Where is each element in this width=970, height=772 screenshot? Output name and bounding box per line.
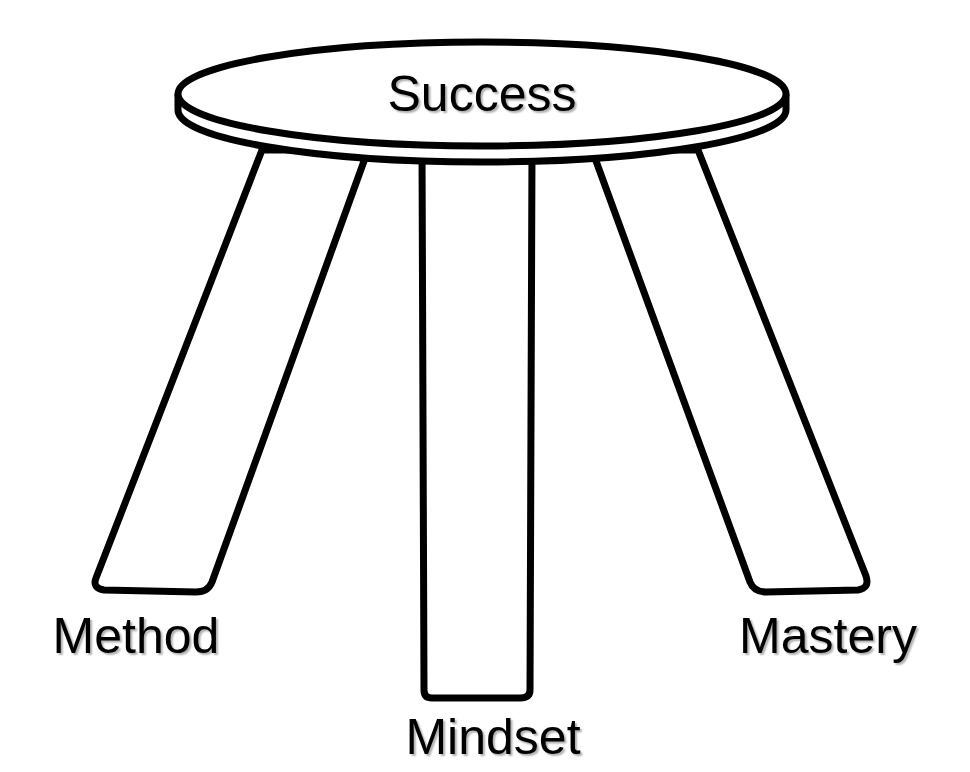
- seat-top: [178, 42, 786, 146]
- middle-leg: [422, 150, 532, 698]
- seat-title: Success: [388, 69, 577, 119]
- left-leg: [95, 150, 368, 592]
- leg-label: Mindset: [405, 712, 580, 762]
- right-leg: [592, 150, 867, 592]
- leg-label: Mastery: [739, 611, 917, 661]
- leg-label: Method: [53, 611, 220, 661]
- seat-node: Success: [170, 36, 794, 168]
